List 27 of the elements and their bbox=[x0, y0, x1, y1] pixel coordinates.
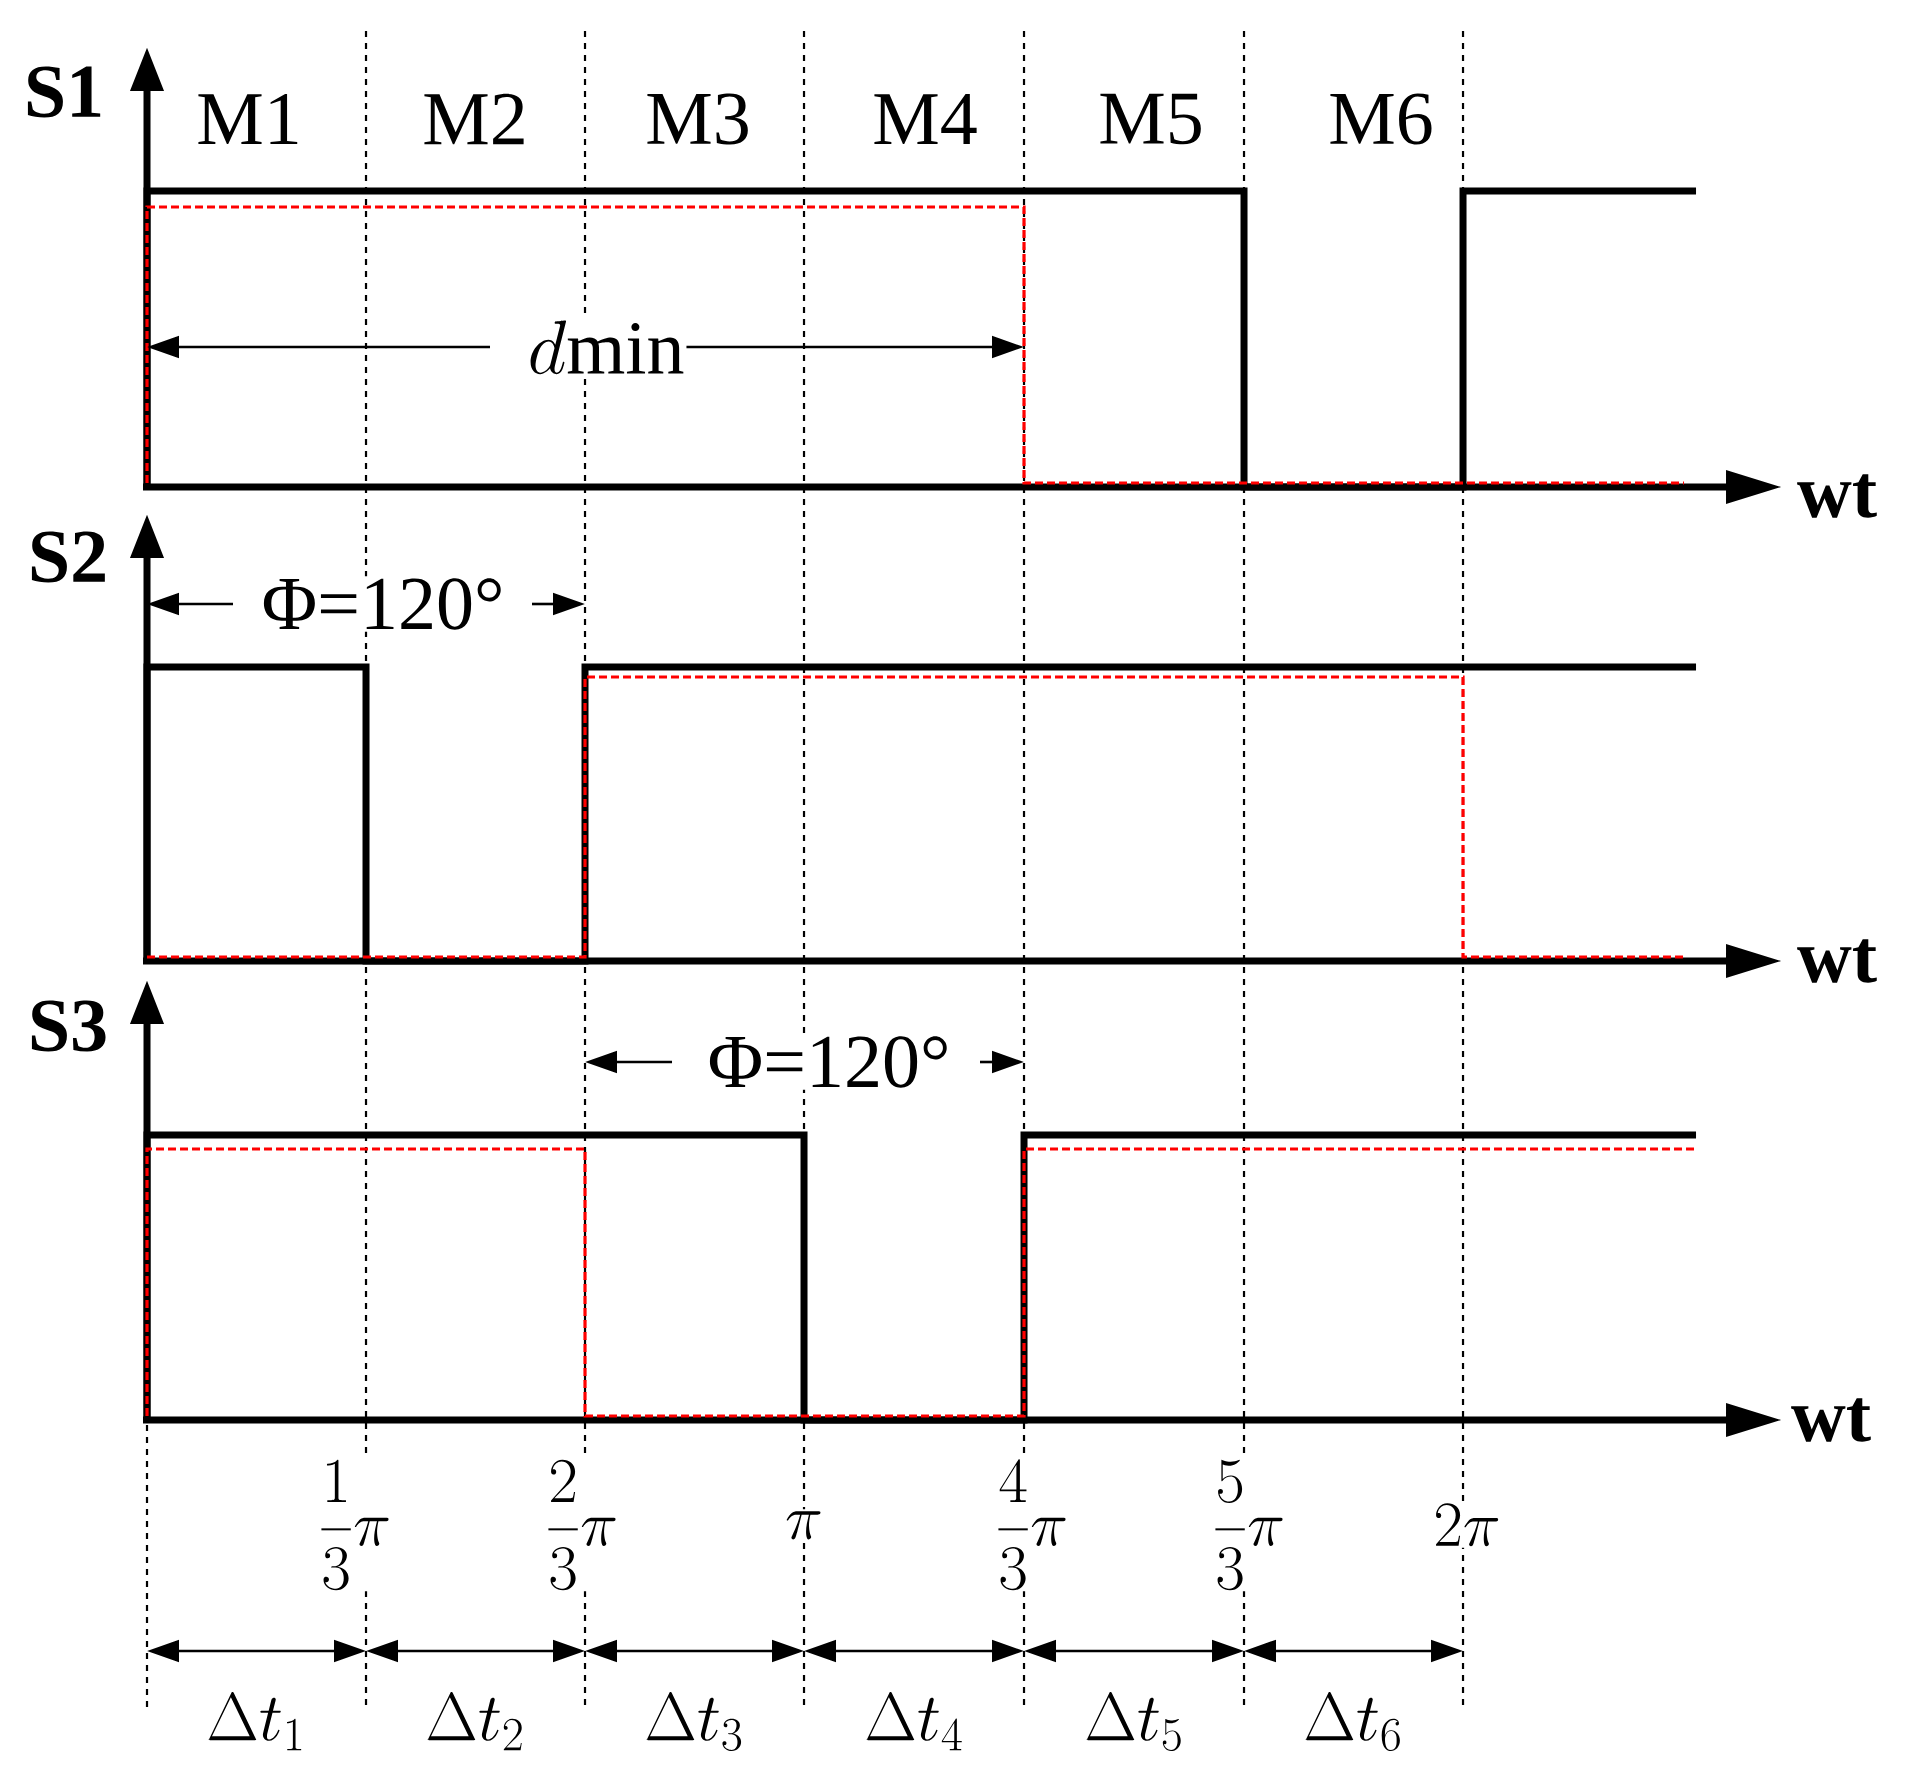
interval-label: $\Delta t_{5}$ bbox=[1082, 1691, 1186, 1753]
mode-label: M2 bbox=[420, 91, 530, 147]
interval-label: $\Delta t_{6}$ bbox=[1301, 1691, 1405, 1753]
mode-label: M5 bbox=[1096, 91, 1206, 147]
axis-label: wt bbox=[1788, 1396, 1874, 1444]
dimension-label: Φ=120° bbox=[705, 1034, 953, 1090]
mode-label: M3 bbox=[643, 91, 753, 147]
tick-label: $2\pi$ bbox=[1431, 1502, 1503, 1548]
axis-label: wt bbox=[1794, 472, 1880, 520]
axis-label: wt bbox=[1794, 937, 1880, 985]
tick-label: $\dfrac{5}{3}\pi$ bbox=[1211, 1458, 1287, 1592]
tick-label: $\pi$ bbox=[783, 1509, 825, 1541]
dimension-label: $d\mathrm{min}$ bbox=[525, 318, 687, 376]
interval-label: $\Delta t_{2}$ bbox=[423, 1691, 527, 1753]
tick-label: $\dfrac{1}{3}\pi$ bbox=[317, 1458, 393, 1592]
interval-label: $\Delta t_{3}$ bbox=[642, 1691, 746, 1753]
tick-label: $\dfrac{2}{3}\pi$ bbox=[544, 1458, 620, 1592]
axis-label: S3 bbox=[25, 998, 111, 1054]
axis-label: S2 bbox=[25, 529, 111, 585]
mode-label: M4 bbox=[870, 92, 980, 146]
axis-label: S1 bbox=[21, 64, 107, 120]
mode-label: M1 bbox=[194, 91, 304, 147]
mode-label: M6 bbox=[1326, 91, 1436, 147]
interval-label: $\Delta t_{1}$ bbox=[204, 1691, 308, 1753]
dimension-label: Φ=120° bbox=[259, 576, 507, 632]
interval-label: $\Delta t_{4}$ bbox=[862, 1691, 966, 1753]
tick-label: $\dfrac{4}{3}\pi$ bbox=[994, 1458, 1070, 1592]
